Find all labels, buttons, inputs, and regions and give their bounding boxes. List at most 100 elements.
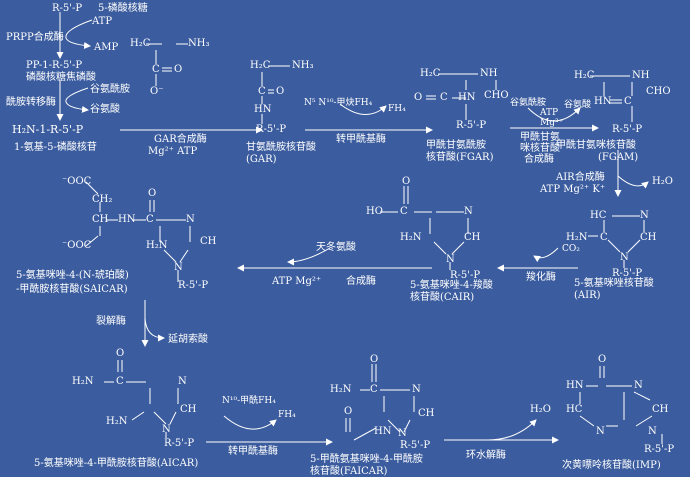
fgar-o: O [414, 92, 423, 103]
cair-r5p: R-5'-P [450, 270, 481, 281]
gln-glu-side-arrow [65, 87, 89, 113]
aicar-r5p: R-5'-P [164, 438, 195, 449]
fgam-name: 甲酰甘氨咪核苷酸 [556, 140, 636, 151]
co2-label: CO₂ [562, 244, 580, 254]
r5p-formula: R-5'-P [52, 3, 83, 14]
glycine-o-minus: O⁻ [150, 86, 164, 97]
glycine-h2c: H₂C [130, 38, 151, 49]
gar-c: C [258, 86, 266, 97]
saicar-c: C [146, 214, 154, 225]
fgam-cho: CHO [646, 86, 671, 97]
gar-name: 甘氨酰胺核苷酸 [246, 142, 316, 153]
fgar-cho: CHO [484, 90, 509, 101]
glycine-o: O [174, 64, 183, 75]
faicar-o-top: O [370, 354, 379, 365]
air-cofactors: ATP Mg²⁺ K⁺ [540, 184, 606, 195]
cair-ch: CH [464, 232, 481, 243]
glutamine-label: 谷氨酰胺 [90, 84, 130, 95]
pra-name: 1-氨基-5-磷酸核苷 [14, 142, 97, 153]
aicar-n: N [162, 424, 171, 435]
imp-ch: CH [652, 404, 669, 415]
imp-name: 次黄嘌呤核苷酸(IMP) [562, 460, 661, 471]
cair-n: N [446, 254, 455, 265]
fgam-glutamine-label: 谷氨酰胺 [510, 98, 547, 108]
imp-n7: N [634, 380, 643, 391]
fgam-nh: NH [632, 70, 650, 81]
saicar-n: N [174, 262, 183, 273]
fgar-hn: HN [458, 92, 476, 103]
fgam-hn: HN [594, 96, 612, 107]
saicar-h2n: H₂N [146, 240, 168, 251]
air-hc: HC [590, 210, 607, 221]
imp-hn: HN [566, 380, 584, 391]
asp-side-arrow [287, 247, 331, 266]
faicar-ch: CH [418, 408, 435, 419]
cair-name: 5-氨基咪唑-4-羧酸 [410, 280, 493, 291]
saicar-coo-bottom: ⁻OOC [62, 240, 92, 251]
aicar-h2n: H₂N [106, 416, 128, 427]
saicar-n3: N [186, 214, 195, 225]
imp-o: O [598, 354, 607, 365]
air-synthetase-label: AIR合成酶 [556, 172, 605, 183]
saicar-coo-top: ⁻OOC [62, 176, 92, 187]
fgar-h2c: H₂C [420, 68, 441, 79]
gar-h2c: H₂C [250, 60, 271, 71]
saicar-ch2: CH₂ [92, 194, 113, 205]
fgar-name: 甲酰甘氨酰胺 [426, 140, 486, 151]
fgam-mg-label: Mg²⁺ [540, 118, 564, 128]
air-ch: CH [640, 232, 657, 243]
saicar-ch: CH [92, 214, 109, 225]
glutamate-label: 谷氨酸 [90, 104, 120, 115]
imp-hc: HC [566, 404, 583, 415]
pra-formula: H₂N-1-R-5'-P [12, 123, 84, 136]
gar-synthase-label: GAR合成酶 [154, 134, 207, 145]
saicar-synthetase-label: 合成酶 [346, 276, 376, 287]
saicar-hn: HN [118, 214, 136, 225]
atp-amp-side-arrow [65, 19, 93, 49]
air-h2n: H₂N [566, 232, 588, 243]
aicar-c: C [116, 376, 124, 387]
aicar-name: 5-氨基咪唑-4-甲酰胺核苷酸(AICAR) [34, 458, 199, 469]
glycine-c: C [152, 64, 160, 75]
formyl-fh4-label: N¹⁰-甲酰FH₄ [222, 396, 276, 406]
amidotransferase-label: 酰胺转移酶 [6, 97, 56, 108]
saicar-r5p: R-5'-P [178, 280, 209, 291]
air-name: 5-氨基咪唑核苷酸 [574, 278, 654, 289]
faicar-transformylase-label: 转甲酰基酶 [228, 446, 278, 457]
saicar-o: O [148, 188, 157, 199]
faicar-hn: HN [374, 426, 392, 437]
fgar-r5p: R-5'-P [456, 120, 487, 131]
air-water-label: H₂O [652, 176, 673, 187]
gar-hn: HN [254, 104, 272, 115]
fgar-c: C [440, 92, 448, 103]
faicar-h2n: H₂N [330, 384, 352, 395]
fgar-name2: 核苷酸(FGAR) [426, 152, 494, 163]
imp-water-side-arrow [487, 419, 537, 441]
gar-abbr: (GAR) [246, 154, 277, 165]
imp-r5p: R-5'-P [644, 444, 675, 455]
faicar-fh4-label: FH₄ [278, 410, 296, 420]
faicar-r5p: R-5'-P [400, 440, 431, 451]
imp-n3: N [596, 426, 605, 437]
prpp-synthase-label: PRPP合成酶 [6, 32, 64, 43]
methenyl-fh4-label: N⁵ N¹⁰-甲炔FH₄ [304, 98, 373, 108]
gar-o: O [276, 86, 285, 97]
prpp-name: 磷酸核糖焦磷酸 [26, 72, 96, 83]
aicar-o: O [116, 348, 125, 359]
imp-n9: N [648, 426, 657, 437]
cair-n3: N [464, 206, 473, 217]
gar-nh3: NH₃ [292, 60, 314, 71]
fgar-transformylase-label: 转甲酰基酶 [336, 134, 386, 145]
fgar-nh: NH [480, 68, 498, 79]
co2-side-arrow [533, 247, 559, 263]
air-water-side-arrow [617, 175, 649, 189]
saicar-name2: -甲酰胺核苷酸(SAICAR) [16, 284, 128, 295]
fgam-c: C [624, 96, 632, 107]
air-r5p: R-5'-P [612, 268, 643, 279]
lyase-label: 裂解酶 [96, 316, 126, 327]
aicar-n3: N [178, 376, 187, 387]
fgam-side-arrow [527, 107, 581, 122]
faicar-n3: N [412, 384, 421, 395]
